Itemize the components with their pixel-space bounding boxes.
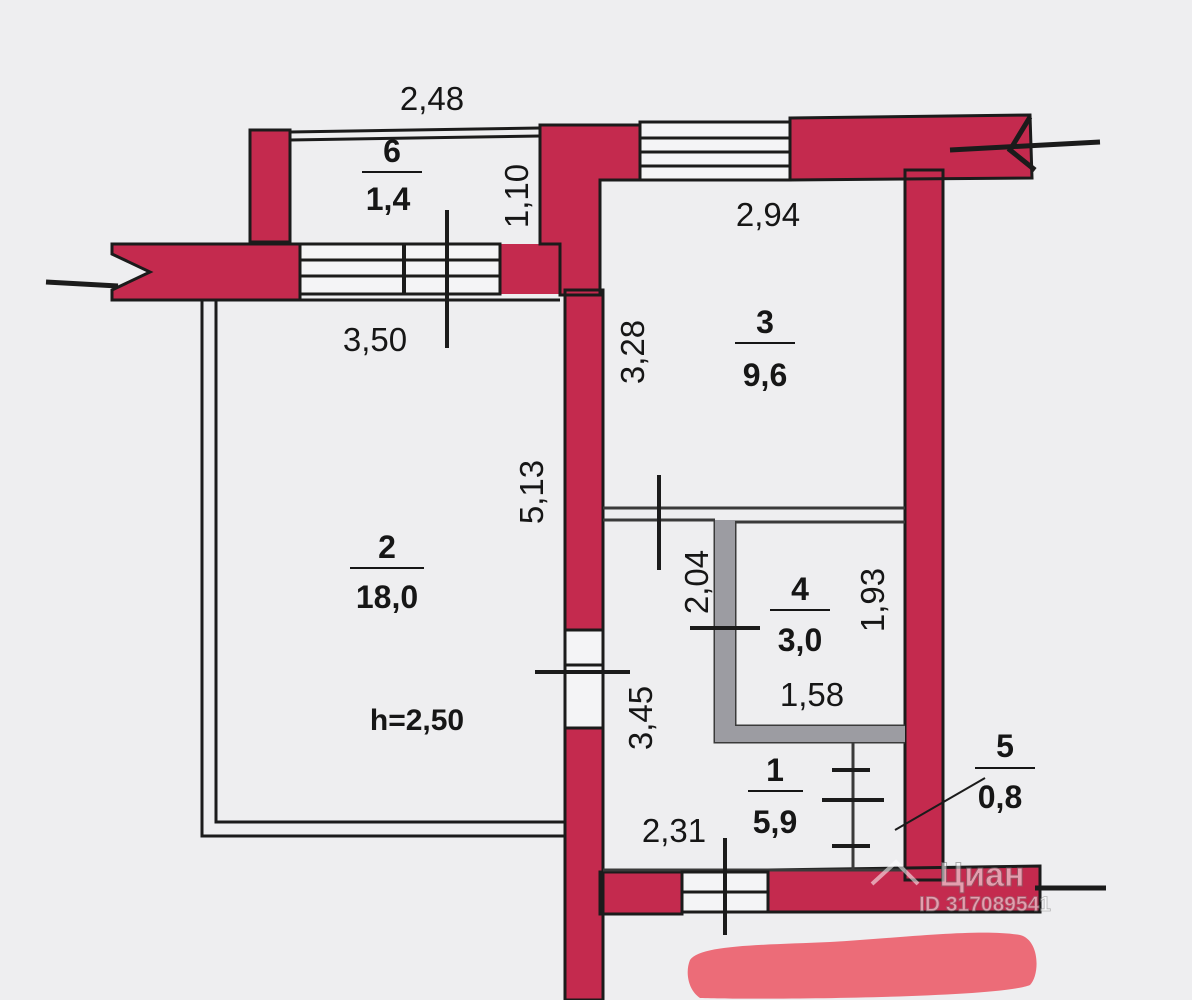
top-wall-right-segment bbox=[500, 244, 560, 294]
bottom-wall-right bbox=[768, 866, 1040, 912]
balcony-outline bbox=[289, 126, 541, 142]
redaction-scribble bbox=[687, 932, 1037, 999]
balcony-post-wall bbox=[250, 130, 290, 242]
cian-watermark: Циан ID 317089541 bbox=[870, 856, 1052, 916]
dim-hall-depth: 3,45 bbox=[622, 686, 659, 750]
room-3-label: 3 9,6 bbox=[735, 304, 795, 393]
room2-inner-line bbox=[214, 300, 565, 824]
room-4-label: 4 3,0 bbox=[770, 571, 830, 658]
room-1-area: 5,9 bbox=[753, 804, 797, 840]
cian-brand-text: Циан bbox=[939, 856, 1024, 894]
room-6-number: 6 bbox=[383, 133, 401, 169]
break-lines bbox=[45, 115, 1106, 891]
dim-room2-width: 3,50 bbox=[343, 321, 407, 358]
room-2-label: 2 18,0 bbox=[350, 529, 424, 615]
ceiling-height: h=2,50 bbox=[370, 704, 464, 737]
break-line-left bbox=[45, 279, 119, 289]
dim-balcony-width: 2,48 bbox=[400, 80, 464, 117]
central-wall-junction bbox=[540, 125, 640, 295]
bottom-wall-left bbox=[600, 872, 682, 914]
left-exterior-wall bbox=[112, 244, 300, 300]
balcony-top-line bbox=[289, 126, 541, 134]
right-wall-outline bbox=[903, 168, 945, 882]
room-3-number: 3 bbox=[756, 304, 774, 340]
dim-room4-depth: 1,93 bbox=[854, 568, 891, 632]
window-room3 bbox=[638, 120, 792, 182]
right-wall bbox=[905, 170, 943, 880]
room-5-number: 5 bbox=[996, 728, 1014, 764]
room2-outer-line bbox=[200, 300, 565, 838]
room-4-number: 4 bbox=[791, 571, 809, 607]
central-wall-upper bbox=[565, 290, 603, 630]
window-room2-frame bbox=[298, 242, 502, 296]
window-room2 bbox=[298, 242, 502, 296]
balcony-post-outline bbox=[248, 128, 292, 244]
door-room2 bbox=[563, 628, 605, 730]
cian-roof-mark bbox=[870, 859, 920, 886]
windows bbox=[298, 120, 792, 296]
break-line-top-right bbox=[949, 139, 1101, 153]
room-labels: 6 1,4 3 9,6 2 18,0 4 3,0 1 5,9 5 0,8 bbox=[350, 133, 1035, 840]
dim-room2-depth: 5,13 bbox=[513, 460, 550, 524]
walls bbox=[112, 115, 1040, 1000]
room-2-area: 18,0 bbox=[356, 579, 418, 615]
cian-listing-id: ID 317089541 bbox=[919, 893, 1051, 916]
break-zigzag-top-right bbox=[1006, 115, 1037, 172]
room-3-area: 9,6 bbox=[743, 357, 787, 393]
room-6-label: 6 1,4 bbox=[362, 133, 422, 217]
dim-room3-width: 2,94 bbox=[736, 196, 800, 233]
room-2-number: 2 bbox=[378, 529, 396, 565]
balcony-top-line-inner bbox=[289, 134, 541, 142]
room-5-area: 0,8 bbox=[978, 779, 1022, 815]
room4-left-fill bbox=[715, 520, 735, 726]
dim-room4-width: 1,58 bbox=[780, 676, 844, 713]
leader-room5 bbox=[894, 777, 986, 831]
top-exterior-wall bbox=[790, 115, 1032, 180]
dim-balcony-depth: 1,10 bbox=[498, 164, 535, 228]
dimension-labels: 2,48 1,10 2,94 3,50 3,28 5,13 2,04 1,93 … bbox=[343, 80, 891, 849]
cian-logo-icon bbox=[870, 859, 920, 886]
central-wall-lower bbox=[565, 728, 603, 1000]
dim-hall-width: 2,31 bbox=[642, 812, 706, 849]
room-1-label: 1 5,9 bbox=[748, 752, 803, 840]
markers bbox=[402, 210, 986, 935]
room2-thin-walls bbox=[200, 298, 565, 838]
room-6-area: 1,4 bbox=[366, 181, 411, 217]
room-1-number: 1 bbox=[766, 752, 784, 788]
room-5-label: 5 0,8 bbox=[975, 728, 1035, 815]
room4-bottom-fill bbox=[715, 726, 905, 742]
room-4-area: 3,0 bbox=[778, 622, 822, 658]
dim-room3-depth: 3,28 bbox=[614, 320, 651, 384]
dim-hall-upper-depth: 2,04 bbox=[678, 550, 715, 614]
